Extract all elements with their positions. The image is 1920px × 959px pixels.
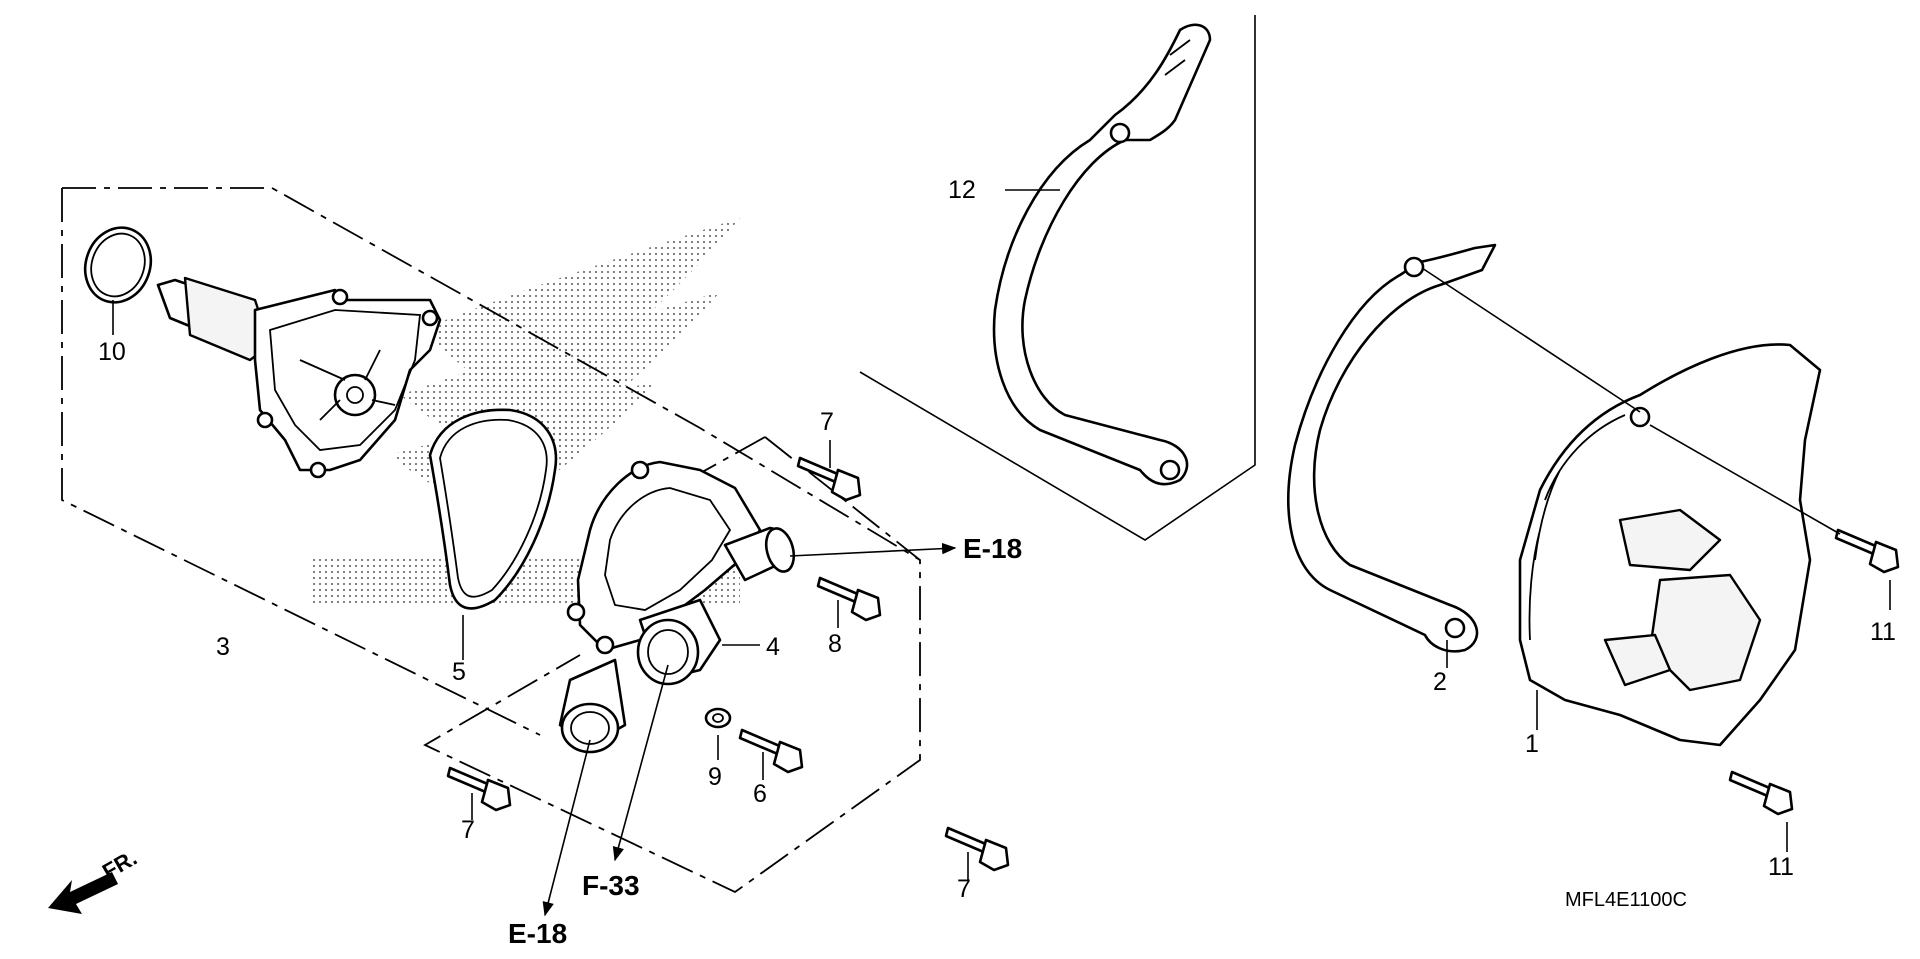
gasket-5 [428, 408, 558, 610]
bolt-7-left [446, 766, 512, 820]
reference-f33: F-33 [582, 870, 640, 901]
gasket-2 [1287, 243, 1497, 653]
diagram-code: MFL4E1100C [1565, 889, 1687, 911]
pump-housing-4 [558, 460, 796, 754]
callout-7-bottom: 7 [957, 875, 971, 903]
callout-7-left: 7 [461, 816, 475, 844]
callout-2: 2 [1433, 668, 1447, 696]
assembly-boundary-housing-top [669, 436, 766, 491]
assembly-boundary-housing [423, 436, 921, 894]
leader-e18-top [789, 542, 957, 557]
leader-e18-bottom [542, 739, 591, 917]
bolt-7-bottom [944, 826, 1010, 880]
callout-6: 6 [753, 780, 767, 808]
bolt-7-top [796, 440, 862, 502]
o-ring-10 [83, 226, 153, 304]
reference-e18-bottom: E-18 [508, 918, 567, 949]
bolt-11-bottom [1728, 770, 1794, 852]
callout-9: 9 [708, 763, 722, 791]
callout-8: 8 [828, 630, 842, 658]
reference-e18-top: E-18 [963, 533, 1022, 564]
washer-9 [704, 707, 732, 760]
callout-4: 4 [766, 633, 780, 661]
gasket-box-12 [859, 15, 1256, 541]
callout-3: 3 [216, 633, 230, 661]
assembly-boundary-pump [62, 187, 921, 561]
leader-1-bolt [1649, 424, 1841, 535]
callout-11-bottom: 11 [1768, 853, 1794, 881]
callout-10: 10 [98, 338, 126, 366]
leader-f33 [612, 664, 669, 862]
callout-7-top: 7 [820, 408, 834, 436]
water-pump-cover-1 [1518, 343, 1822, 747]
assembly-boundary-pump-left [61, 188, 541, 736]
water-pump-assembly-3 [156, 276, 442, 479]
gasket-12 [992, 23, 1212, 486]
callout-5: 5 [452, 658, 466, 686]
bolt-11-top [1834, 528, 1900, 610]
bolt-6 [738, 728, 804, 780]
bolt-8 [816, 576, 882, 628]
callout-12: 12 [948, 176, 976, 204]
front-direction-arrow: FR. [48, 845, 141, 914]
callout-11-top: 11 [1870, 618, 1896, 646]
leader-1-top [1421, 267, 1641, 413]
callout-1: 1 [1525, 730, 1539, 758]
